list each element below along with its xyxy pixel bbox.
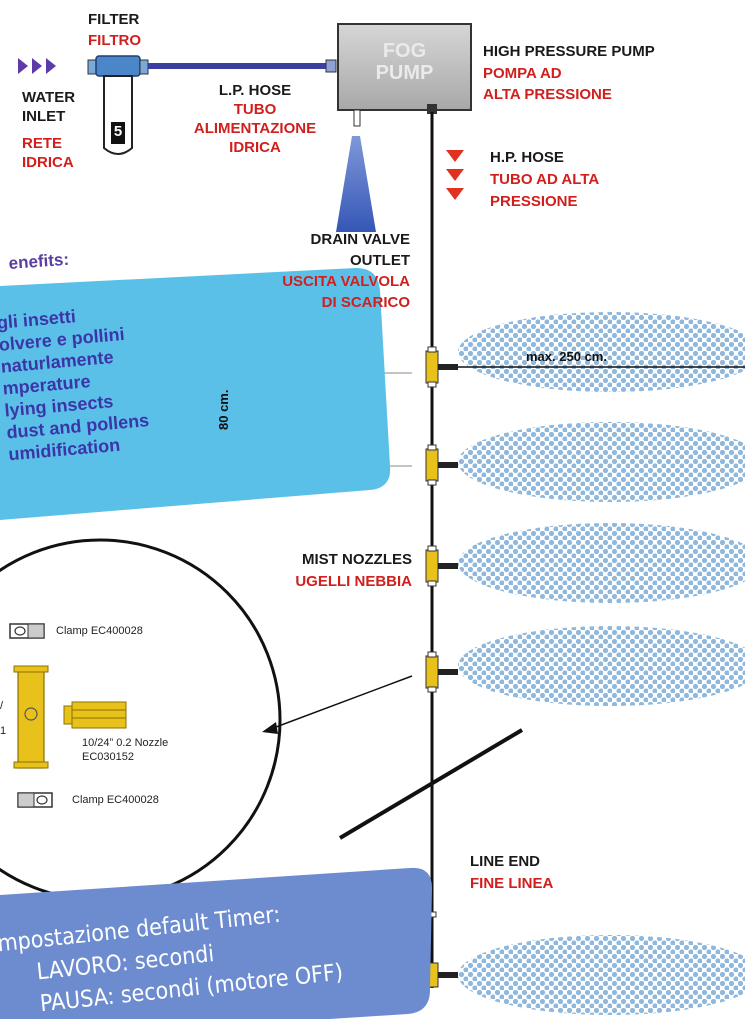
clamp-top-label: Clamp EC400028 xyxy=(56,625,143,637)
benefits-title: enefits: xyxy=(8,249,70,273)
fog-pump-label: FOG PUMP xyxy=(338,40,471,84)
mist-nozzles-it: UGELLI NEBBIA xyxy=(295,573,412,590)
timer-panel xyxy=(0,867,432,1019)
line-end-it: FINE LINEA xyxy=(470,875,554,892)
fog-pump-line2: PUMP xyxy=(375,62,434,84)
lp-hose-en: L.P. HOSE xyxy=(218,82,292,99)
drain-en-2: OUTLET xyxy=(350,252,410,269)
drain-en-1: DRAIN VALVE xyxy=(310,231,410,248)
cut-char-2: 1 xyxy=(0,725,7,737)
fog-pump-box xyxy=(337,23,472,111)
drain-it-1: USCITA VALVOLA xyxy=(282,273,410,290)
filter-label-en: FILTER xyxy=(88,11,140,28)
hp-hose-it-2: PRESSIONE xyxy=(490,193,578,210)
nozzle-label-1: 10/24” 0.2 Nozzle xyxy=(82,737,169,749)
nozzle-label-2: EC030152 xyxy=(82,751,134,763)
water-inlet-it-2: IDRICA xyxy=(22,154,74,171)
hp-hose-en: H.P. HOSE xyxy=(490,149,564,166)
line-end-en: LINE END xyxy=(470,853,541,870)
water-inlet-en-2: INLET xyxy=(22,108,66,125)
detail-callout-arrow xyxy=(262,675,413,734)
spacing-250cm-label: max. 250 cm. xyxy=(526,349,607,364)
lp-hose-it-2: ALIMENTAZIONE xyxy=(193,120,317,137)
lp-hose-line xyxy=(148,63,334,69)
clamp-bottom-label: Clamp EC400028 xyxy=(72,794,159,806)
water-inlet-en-1: WATER xyxy=(22,89,76,106)
filter-label-it: FILTRO xyxy=(88,32,142,49)
drain-label: DRAIN VALVE OUTLET USCITA VALVOLA DI SCA… xyxy=(200,230,410,312)
fog-pump-line1: FOG xyxy=(382,40,427,62)
filter-housing-icon xyxy=(87,55,149,155)
mist-clouds xyxy=(458,312,745,1015)
lp-hose-label: L.P. HOSE TUBO ALIMENTAZIONE IDRICA xyxy=(170,81,340,157)
benefits-panel xyxy=(0,268,391,520)
hp-hose-arrows-icon xyxy=(446,150,464,200)
hp-pump-it-1: POMPA AD xyxy=(483,65,562,82)
lp-hose-it-3: IDRICA xyxy=(229,139,281,156)
line-break-mark xyxy=(338,728,524,840)
cut-char-1: / xyxy=(0,700,4,712)
mist-nozzles-en: MIST NOZZLES xyxy=(302,551,412,568)
water-inlet-arrows-icon xyxy=(18,58,56,74)
hp-hose-it-1: TUBO AD ALTA xyxy=(490,171,600,188)
hp-pump-it-2: ALTA PRESSIONE xyxy=(483,86,612,103)
drain-spray-icon xyxy=(336,136,376,232)
filter-cartridge-number: 5 xyxy=(113,123,123,140)
drain-it-2: DI SCARICO xyxy=(321,294,410,311)
spacing-80cm-label: 80 cm. xyxy=(216,389,231,430)
hp-pump-en: HIGH PRESSURE PUMP xyxy=(483,43,655,60)
water-inlet-it-1: RETE xyxy=(22,135,63,152)
lp-hose-it-1: TUBO xyxy=(233,101,277,118)
detail-parts xyxy=(9,623,127,808)
